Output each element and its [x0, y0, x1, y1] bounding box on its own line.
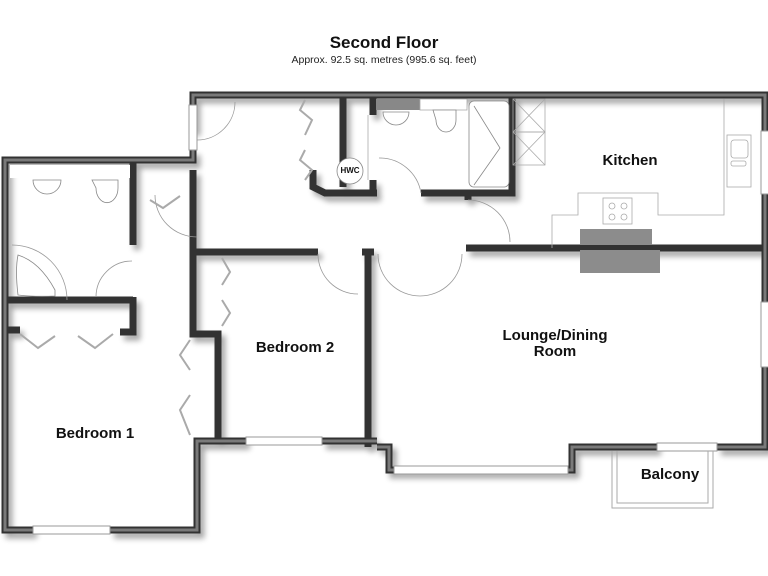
corner-bath-icon	[16, 254, 56, 297]
door-entrance	[196, 101, 236, 141]
room-label-lounge: Lounge/Dining Room	[470, 328, 640, 360]
window-bedroom1	[32, 525, 111, 535]
bath-icon	[468, 100, 510, 188]
room-label-lounge-line2: Room	[533, 343, 577, 360]
vanity-top	[376, 99, 420, 110]
door-bathroom2	[378, 157, 422, 194]
bathroom2-fixtures	[336, 98, 510, 188]
door-bedroom2	[317, 253, 359, 295]
shower-arc-left	[11, 244, 68, 301]
toilet-icon	[91, 179, 119, 203]
floor-title: Second Floor	[329, 33, 439, 52]
room-label-bedroom2: Bedroom 2	[255, 339, 335, 356]
hwc-label: HWC	[340, 166, 360, 175]
bathroom1-fixtures	[10, 165, 130, 297]
basin-icon	[382, 111, 410, 126]
door-bathroom1	[95, 260, 133, 298]
window-bedroom2	[245, 436, 323, 446]
balcony-outline	[611, 451, 714, 509]
breakfast-bar-lower	[580, 250, 660, 273]
room-label-kitchen: Kitchen	[602, 152, 658, 169]
windows	[32, 104, 768, 535]
room-label-balcony: Balcony	[640, 466, 700, 483]
door-swings	[11, 101, 511, 301]
room-label-bedroom1: Bedroom 1	[55, 425, 135, 442]
door-balcony	[656, 442, 718, 452]
window-lounge-side	[760, 301, 768, 368]
breakfast-bar-upper	[580, 229, 652, 245]
window-lounge	[393, 465, 569, 475]
door-lounge-left	[377, 253, 421, 297]
room-label-lounge-line1: Lounge/Dining	[502, 327, 608, 344]
closet-doors	[19, 99, 314, 436]
window-kitchen	[760, 130, 768, 195]
door-kitchen	[467, 199, 511, 243]
hwc-cylinder	[336, 157, 364, 185]
basin-icon	[32, 179, 62, 195]
kitchen-fixtures	[512, 98, 752, 273]
window-hall	[188, 104, 198, 151]
floor-area: Approx. 92.5 sq. metres (995.6 sq. feet)	[291, 54, 477, 66]
kitchen-sink-icon	[726, 134, 752, 188]
toilet-icon	[432, 109, 457, 133]
hob-icon	[602, 197, 633, 225]
door-lounge-right	[419, 253, 463, 297]
